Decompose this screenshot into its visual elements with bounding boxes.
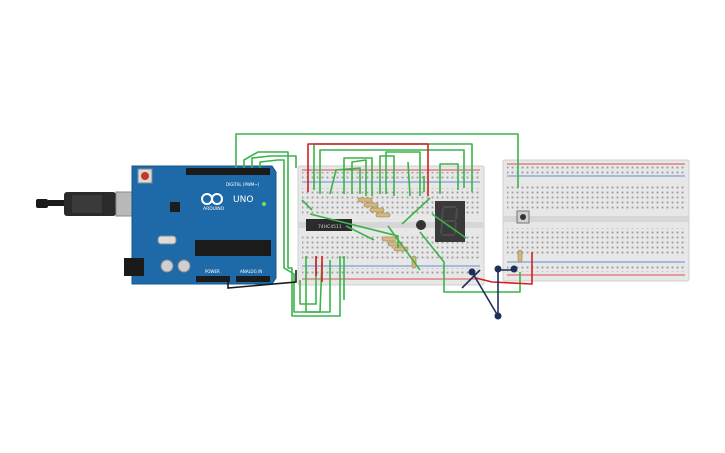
wire-endpoints [468, 265, 518, 320]
signal-wires[interactable] [235, 133, 521, 317]
analog-label: ANALOG IN [240, 269, 262, 274]
ic-chip-label: 74HC4511 [318, 224, 342, 230]
analog-header [236, 276, 270, 282]
digital-header-label: DIGITAL (PWM~) [226, 182, 260, 187]
pushbutton-icon[interactable] [516, 210, 530, 224]
model-text: UNO [233, 195, 253, 205]
breadboard-left[interactable] [297, 165, 485, 286]
power-header [196, 276, 230, 282]
breadboard-right[interactable] [502, 159, 690, 282]
digital-header [186, 168, 270, 175]
power-jack [124, 258, 144, 276]
potentiometer-knob[interactable] [416, 220, 426, 230]
arduino-uno-board[interactable]: DIGITAL (PWM~) ARDUINO UNO POWER ANALOG … [36, 165, 277, 285]
black-wires[interactable] [227, 270, 297, 289]
arduino-logo-text: ARDUINO [203, 206, 225, 212]
ground-wires[interactable] [461, 269, 516, 317]
atmega-chip [195, 240, 271, 256]
seven-segment-display[interactable] [435, 201, 465, 242]
arduino-logo-icon [201, 193, 223, 205]
power-wires[interactable] [307, 143, 533, 285]
usb-cable[interactable] [36, 191, 141, 217]
decoder-ic-chip[interactable]: 74HC4511 [306, 219, 352, 231]
power-label: POWER [205, 269, 220, 274]
